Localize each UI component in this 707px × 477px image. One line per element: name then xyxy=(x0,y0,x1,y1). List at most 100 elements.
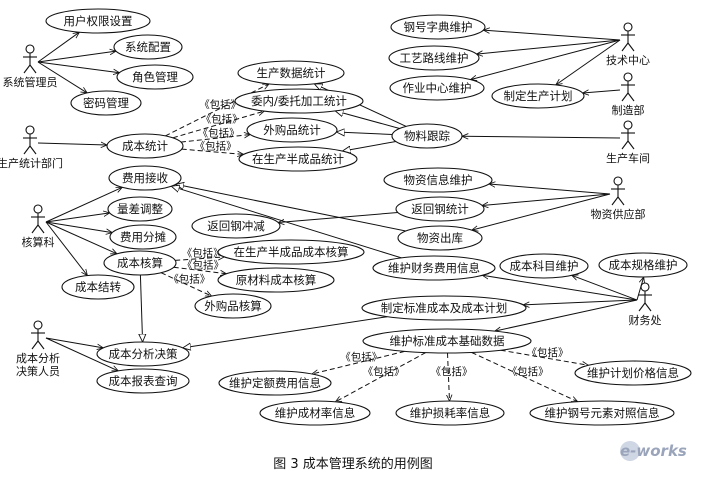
association-edge xyxy=(477,39,621,54)
usecase-pwd: 密码管理 xyxy=(70,90,142,116)
usecase-ellipse xyxy=(388,45,480,71)
include-edge xyxy=(173,266,227,274)
generalization-edge xyxy=(336,132,393,135)
association-edge xyxy=(495,299,638,331)
usecase-wipcalc: 在生产半成品成本核算 xyxy=(217,239,365,265)
usecase-ellipse xyxy=(372,255,496,281)
usecase-ellipse xyxy=(238,146,358,172)
usecase-ellipse xyxy=(113,34,183,60)
usecase-ellipse xyxy=(397,225,483,251)
association-edge xyxy=(483,30,621,41)
usecase-prodstat: 生产数据统计 xyxy=(237,60,345,86)
usecase-ellipse xyxy=(96,341,190,367)
usecase-coststat: 成本统计 xyxy=(106,133,184,159)
usecase-ellipse xyxy=(107,196,173,222)
usecase-label: 在生产半成品成本核算 xyxy=(234,245,349,259)
association-edge xyxy=(482,193,611,206)
usecase-subj: 成本科目维护 xyxy=(499,253,589,279)
actor-workshop: 生产车间 xyxy=(606,120,650,165)
usecase-ellipse xyxy=(70,90,142,116)
actor-label: 生产车间 xyxy=(606,151,650,165)
actor-icon xyxy=(31,320,45,350)
usecase-label: 维护定额费用信息 xyxy=(229,376,321,390)
usecase-fee: 费用接收 xyxy=(108,165,182,191)
association-edge xyxy=(45,221,87,276)
usecase-label: 成本规格维护 xyxy=(609,258,678,272)
association-edge xyxy=(489,184,611,195)
usecase-ellipse xyxy=(103,250,177,276)
usecase-ellipse xyxy=(106,133,184,159)
usecase-label: 钢号字典维护 xyxy=(404,20,473,34)
usecase-label: 生产数据统计 xyxy=(257,66,326,80)
usecase-ellipse xyxy=(499,253,589,279)
actor-icon xyxy=(621,120,635,150)
actor-stats: 生产统计部门 xyxy=(0,125,63,170)
figure-caption: 图 3 成本管理系统的用例图 xyxy=(273,456,433,472)
usecase-plan: 制定生产计划 xyxy=(491,83,585,109)
association-edge xyxy=(37,51,116,63)
association-edge xyxy=(472,193,611,230)
usecase-ellipse xyxy=(246,117,338,143)
include-edge xyxy=(175,257,224,261)
usecase-label: 原材料成本核算 xyxy=(236,273,317,287)
usecase-label: 成本分析决策 xyxy=(109,347,178,361)
actor-tech: 技术中心 xyxy=(606,22,650,67)
include-label: 《包括》 xyxy=(363,365,405,378)
usecase-out: 物资出库 xyxy=(397,225,483,251)
association-edge xyxy=(45,337,118,372)
usecase-ellipse xyxy=(361,295,527,321)
usecase-label: 返回钢统计 xyxy=(411,202,469,216)
edges-layer xyxy=(37,30,644,402)
association-edge xyxy=(471,39,621,80)
usecase-finfee: 维护财务费用信息 xyxy=(372,255,496,281)
usecase-ellipse xyxy=(390,14,486,40)
usecase-route: 工艺路线维护 xyxy=(388,45,480,71)
include-label: 《包括》 xyxy=(168,272,210,285)
actor-label: 技术中心 xyxy=(606,54,650,67)
include-edge xyxy=(180,135,250,143)
usecase-ellipse xyxy=(259,400,371,426)
include-label: 《包括》 xyxy=(340,351,382,364)
usecase-label: 制定标准成本及成本计划 xyxy=(381,301,508,315)
usecase-label: 维护损耗率信息 xyxy=(410,406,491,420)
association-edge xyxy=(482,275,638,301)
actor-icon xyxy=(31,204,45,234)
association-edge xyxy=(462,136,621,138)
actor-icon xyxy=(621,22,635,52)
usecase-label: 维护财务费用信息 xyxy=(388,261,480,275)
association-edge xyxy=(523,299,638,305)
usecase-purch: 外购品统计 xyxy=(246,117,338,143)
usecase-diff: 量差调整 xyxy=(107,196,173,222)
usecase-ellipse xyxy=(45,8,151,34)
generalization-edge xyxy=(176,184,406,232)
usecase-ellipse xyxy=(218,370,332,396)
include-label: 《包括》 xyxy=(527,346,569,359)
association-edge xyxy=(45,221,112,233)
usecase-label: 密码管理 xyxy=(83,96,129,110)
usecase-label: 工艺路线维护 xyxy=(400,51,469,65)
include-edge xyxy=(335,352,426,402)
usecase-calc: 成本核算 xyxy=(103,250,177,276)
actor-sysadmin: 系统管理员 xyxy=(3,44,58,89)
actor-label: 财务处 xyxy=(629,313,662,327)
usecase-elem: 维护钢号元素对照信息 xyxy=(529,400,675,426)
usecase-ellipse xyxy=(194,293,272,319)
usecase-std: 制定标准成本及成本计划 xyxy=(361,295,527,321)
usecase-ellipse xyxy=(362,328,532,354)
usecase-ellipse xyxy=(217,267,335,293)
usecase-label: 量差调整 xyxy=(117,202,163,216)
include-label: 《包括》 xyxy=(199,98,241,111)
actor-label: 生产统计部门 xyxy=(0,156,63,170)
include-label: 《包括》 xyxy=(182,247,224,260)
usecase-ellipse xyxy=(191,213,281,239)
generalization-edge xyxy=(140,274,142,342)
usecase-ellipse xyxy=(237,60,345,86)
usecase-wip: 在生产半成品统计 xyxy=(238,146,358,172)
usecase-ellipse xyxy=(598,252,688,278)
usecase-label: 制定生产计划 xyxy=(504,89,573,103)
usecase-rawcalc: 原材料成本核算 xyxy=(217,267,335,293)
usecase-label: 在生产半成品统计 xyxy=(252,152,344,166)
usecase-label: 维护计划价格信息 xyxy=(587,366,679,380)
